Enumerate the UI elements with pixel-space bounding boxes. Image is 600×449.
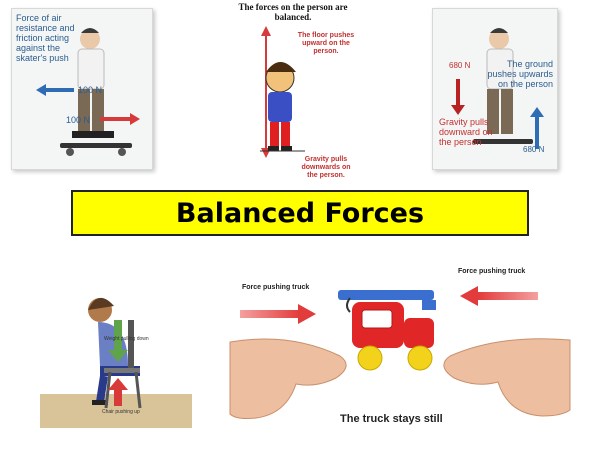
force-left-value: 100 N [78,85,103,95]
chair-illustration [40,297,192,428]
floor-push-label: The floor pushes upward on the person. [297,32,355,55]
title-banner: Balanced Forces [71,190,529,236]
gravity-label: Gravity pulls downward on the person [439,117,493,147]
air-resistance-caption: Force of air resistance and friction act… [16,13,75,63]
weight-pulling-label: Weight pulling down [104,336,149,342]
gravity-pull-label: Gravity pulls downwards on the person. [301,156,351,179]
person-illustration [260,26,305,158]
force-left-label: Force pushing truck [242,284,310,291]
ground-push-label: The ground pushes upwards on the person [487,59,553,89]
chair-pushing-label: Chair pushing up [102,409,140,415]
ground-panel: 680 N The ground pushes upwards on the p… [432,8,558,170]
page-title: Balanced Forces [175,197,425,229]
weight-value: 680 N [449,61,471,70]
truck-panel: Force pushing truck Force pushing truck … [229,262,571,442]
truck-illustration [229,286,571,419]
force-right-label: Force pushing truck [458,268,526,275]
truck-caption: The truck stays still [340,413,443,425]
force-arrow-right [100,113,140,125]
skater-panel: Force of air resistance and friction act… [11,8,153,170]
ground-illustration [451,28,544,149]
person-heading: The forces on the person are balanced. [238,2,348,22]
force-right-value: 100 N [66,115,91,125]
person-panel: The forces on the person are balanced. T… [230,2,370,182]
skater-illustration [60,28,132,156]
support-value: 680 N [523,145,545,154]
chair-panel: Weight pulling down Chair pushing up [40,290,192,430]
force-arrow-left [36,84,74,96]
